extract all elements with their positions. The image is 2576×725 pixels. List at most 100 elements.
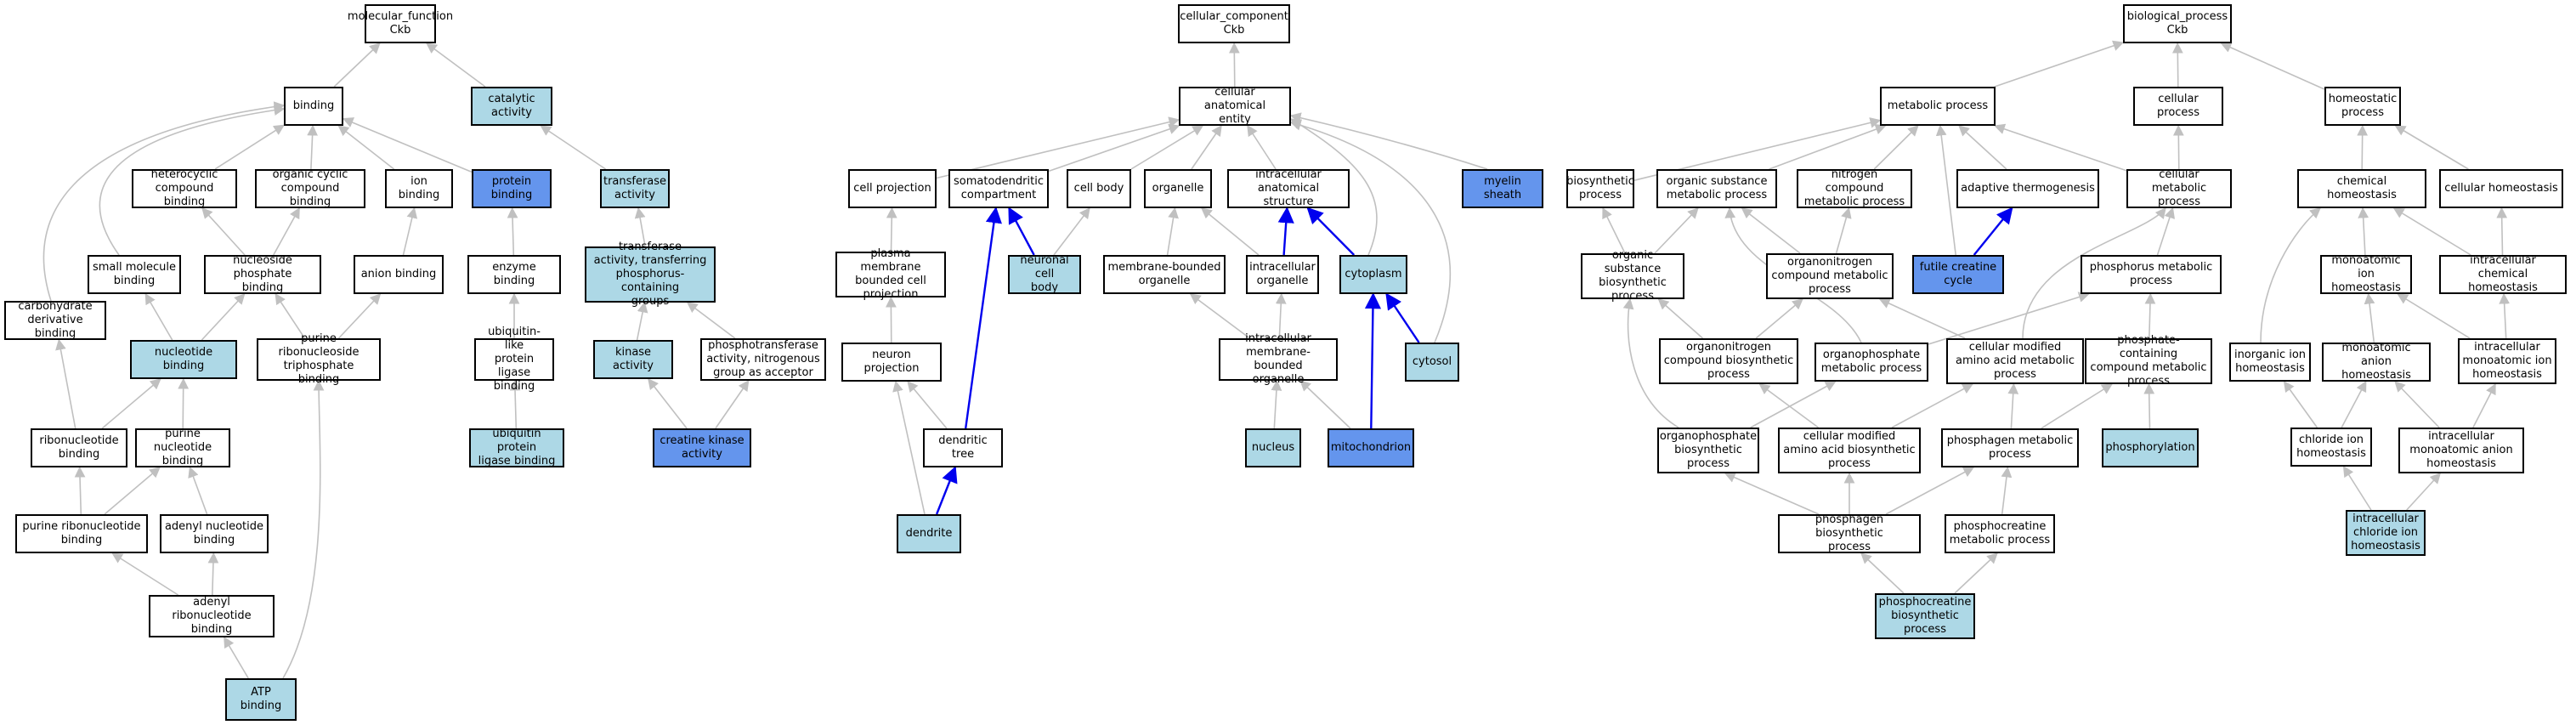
node-creatinekinase[interactable]: creatine kinase activity [653, 428, 751, 467]
node-nucleosidephos[interactable]: nucleoside phosphate binding [204, 254, 321, 294]
node-kinase[interactable]: kinase activity [593, 340, 673, 379]
node-dendrite[interactable]: dendrite [897, 514, 961, 553]
node-intracellchemhomeo[interactable]: intracellular chemical homeostasis [2439, 254, 2567, 294]
node-cellprojection[interactable]: cell projection [848, 169, 937, 208]
node-neuronalcellbody[interactable]: neuronal cell body [1008, 254, 1081, 294]
node-nitrogenmetabolic[interactable]: nitrogen compound metabolic process [1797, 168, 1912, 208]
node-cellmodaminobiosynthetic[interactable]: cellular modified amino acid biosyntheti… [1778, 428, 1921, 473]
node-proteinbinding[interactable]: protein binding [472, 169, 552, 208]
node-phosphatecontaining[interactable]: phosphate-containing compound metabolic … [2085, 334, 2212, 388]
node-phosphorusmetabolic[interactable]: phosphorus metabolic process [2081, 255, 2222, 294]
edge-intracellchlorideionhomeo-to-intracellmonoanionhomeo [2406, 473, 2442, 511]
node-mitochondrion[interactable]: mitochondrion [1328, 428, 1414, 467]
node-metabolic[interactable]: metabolic process [1880, 87, 1996, 126]
node-intracellularorganelle[interactable]: intracellular organelle [1246, 255, 1319, 294]
node-futilecreatine[interactable]: futile creatine cycle [1912, 255, 2004, 294]
node-organelle[interactable]: organelle [1144, 169, 1212, 208]
node-binding[interactable]: binding [284, 87, 343, 126]
node-monoatomicanionhomeo[interactable]: monoatomic anion homeostasis [2322, 342, 2431, 382]
node-purinenucleotide[interactable]: purine nucleotide binding [135, 428, 230, 467]
node-cellularmetabolic[interactable]: cellular metabolic process [2126, 168, 2232, 208]
node-intracellmonoionhomeo[interactable]: intracellular monoatomic ion homeostasis [2458, 338, 2556, 384]
node-mf[interactable]: molecular_function Ckb [348, 4, 453, 43]
edge-phosphocreatinebiosynthetic-to-phosphagenbiosynthetic [1860, 552, 1905, 594]
node-cytoplasm[interactable]: cytoplasm [1339, 255, 1407, 294]
node-enzymebinding[interactable]: enzyme binding [467, 255, 561, 294]
edge-transferase-to-catalytic [540, 125, 607, 170]
node-adaptivethermo[interactable]: adaptive thermogenesis [1956, 169, 2099, 208]
node-ubiqproteinligase[interactable]: ubiquitin protein ligase binding [469, 428, 564, 467]
node-intramembraneorganelle[interactable]: intracellular membrane-bounded organelle [1219, 332, 1338, 386]
node-atpbinding[interactable]: ATP binding [225, 678, 297, 721]
node-phosphorylation[interactable]: phosphorylation [2102, 428, 2199, 467]
node-ubiqligase[interactable]: ubiquitin-like protein ligase binding [474, 326, 554, 393]
node-membraneorganelle[interactable]: membrane-bounded organelle [1103, 255, 1226, 294]
edge-catalytic-to-mf [426, 42, 486, 88]
node-cellhomeostasis[interactable]: cellular homeostasis [2439, 169, 2563, 208]
node-catalytic[interactable]: catalytic activity [471, 87, 552, 126]
node-heterocyclic[interactable]: heterocyclic compound binding [132, 168, 237, 208]
edge-intracellularorganelle-to-intracellularanat [1277, 207, 1294, 256]
node-orgsubmetabolic[interactable]: organic substance metabolic process [1656, 169, 1777, 208]
edge-mitochondrion-to-cytoplasm [1364, 292, 1382, 429]
edge-nitrogenmetabolic-to-metabolic [1873, 125, 1919, 170]
node-dendritictree[interactable]: dendritic tree [923, 428, 1003, 467]
node-ionbinding[interactable]: ion binding [385, 169, 453, 208]
node-ribonucleotide[interactable]: ribonucleotide binding [31, 428, 127, 467]
node-phosphagenbiosynthetic[interactable]: phosphagen biosynthetic process [1778, 513, 1921, 553]
node-monoatomicionhomeo[interactable]: monoatomic ion homeostasis [2320, 254, 2412, 294]
node-cc[interactable]: cellular_component Ckb [1178, 4, 1290, 43]
node-anionbinding[interactable]: anion binding [354, 255, 444, 294]
node-cellbody[interactable]: cell body [1067, 169, 1131, 208]
node-somatodendritic[interactable]: somatodendritic compartment [948, 169, 1049, 208]
node-purineribonucleotide[interactable]: purine ribonucleotide binding [15, 514, 148, 553]
node-myelin[interactable]: myelin sheath [1462, 169, 1543, 208]
node-cellularprocess[interactable]: cellular process [2133, 87, 2223, 126]
node-chemhomeostasis[interactable]: chemical homeostasis [2297, 169, 2426, 208]
node-adenylnucleotide[interactable]: adenyl nucleotide binding [160, 514, 269, 553]
node-organonitrogenbiosynthetic[interactable]: organonitrogen compound biosynthetic pro… [1659, 338, 1798, 384]
node-organophosphatebiosynthetic[interactable]: organophosphate biosynthetic process [1657, 428, 1759, 473]
node-cytosol[interactable]: cytosol [1405, 343, 1459, 382]
node-neuronprojection[interactable]: neuron projection [841, 343, 942, 382]
node-organonitrogenmetabolic[interactable]: organonitrogen compound metabolic proces… [1766, 253, 1894, 299]
node-orgsubbiosynthetic[interactable]: organic substance biosynthetic process [1581, 249, 1684, 303]
node-intracellchlorideionhomeo[interactable]: intracellular chloride ion homeostasis [2346, 510, 2426, 556]
node-phosphocreatinebiosynthetic[interactable]: phosphocreatine biosynthetic process [1875, 593, 1975, 639]
edge-cellprojection-to-cae [936, 116, 1180, 179]
node-organophosphatemetabolic[interactable]: organophosphate metabolic process [1815, 343, 1928, 382]
edge-purineribonucleotide-to-ribonucleotide [74, 466, 86, 515]
node-transphos[interactable]: transferase activity, transferring phosp… [585, 241, 716, 308]
edge-organophosphatebiosynthetic-to-orgsubbiosynthetic [1622, 297, 1679, 428]
node-carbderiv[interactable]: carbohydrate derivative binding [4, 300, 106, 340]
node-intracellmonoanionhomeo[interactable]: intracellular monoatomic anion homeostas… [2398, 428, 2524, 473]
node-transferase[interactable]: transferase activity [600, 169, 670, 208]
edge-organonitrogenbiosynthetic-to-orgsubbiosynthetic [1657, 298, 1704, 339]
node-purineribotriphos[interactable]: purine ribonucleoside triphosphate bindi… [257, 332, 381, 386]
edge-adenylribonucleotide-to-adenylnucleotide [207, 552, 219, 596]
node-smallmol[interactable]: small molecule binding [88, 255, 181, 294]
node-nucleus[interactable]: nucleus [1245, 428, 1301, 467]
edge-cellularmetabolic-to-metabolic [1994, 123, 2127, 172]
edge-purinenucleotide-to-nucleotidebinding [178, 377, 190, 429]
edge-intracellmonoionhomeo-to-monoatomicionhomeo [2397, 293, 2471, 339]
node-cellmodaminometabolic[interactable]: cellular modified amino acid metabolic p… [1946, 338, 2084, 384]
node-biosynthetic[interactable]: biosynthetic process [1566, 169, 1634, 208]
node-inorganicionhomeo[interactable]: inorganic ion homeostasis [2229, 343, 2311, 382]
node-cae[interactable]: cellular anatomical entity [1179, 86, 1291, 126]
node-intracellularanat[interactable]: intracellular anatomical structure [1227, 168, 1350, 208]
edge-atpbinding-to-purineribotriphos [282, 379, 325, 679]
node-nucleotidebinding[interactable]: nucleotide binding [130, 340, 237, 379]
edge-organonitrogenmetabolic-to-orgsubmetabolic [1741, 207, 1801, 254]
node-phosphocreatinemetabolic[interactable]: phosphocreatine metabolic process [1945, 514, 2055, 553]
node-phosphagenmetabolic[interactable]: phosphagen metabolic process [1941, 428, 2079, 467]
node-chlorideionhomeo[interactable]: chloride ion homeostasis [2290, 428, 2372, 467]
node-adenylribonucleotide[interactable]: adenyl ribonucleotide binding [149, 595, 275, 637]
edge-somatodendritic-to-cae [1048, 123, 1180, 173]
node-homeostatic[interactable]: homeostatic process [2324, 87, 2401, 126]
node-organiccyclic[interactable]: organic cyclic compound binding [255, 168, 365, 208]
node-plasmamembrane[interactable]: plasma membrane bounded cell projection [835, 247, 946, 301]
node-phosphotrans[interactable]: phosphotransferase activity, nitrogenous… [700, 338, 826, 381]
node-bp[interactable]: biological_process Ckb [2123, 4, 2232, 43]
edge-heterocyclic-to-binding [214, 124, 286, 170]
